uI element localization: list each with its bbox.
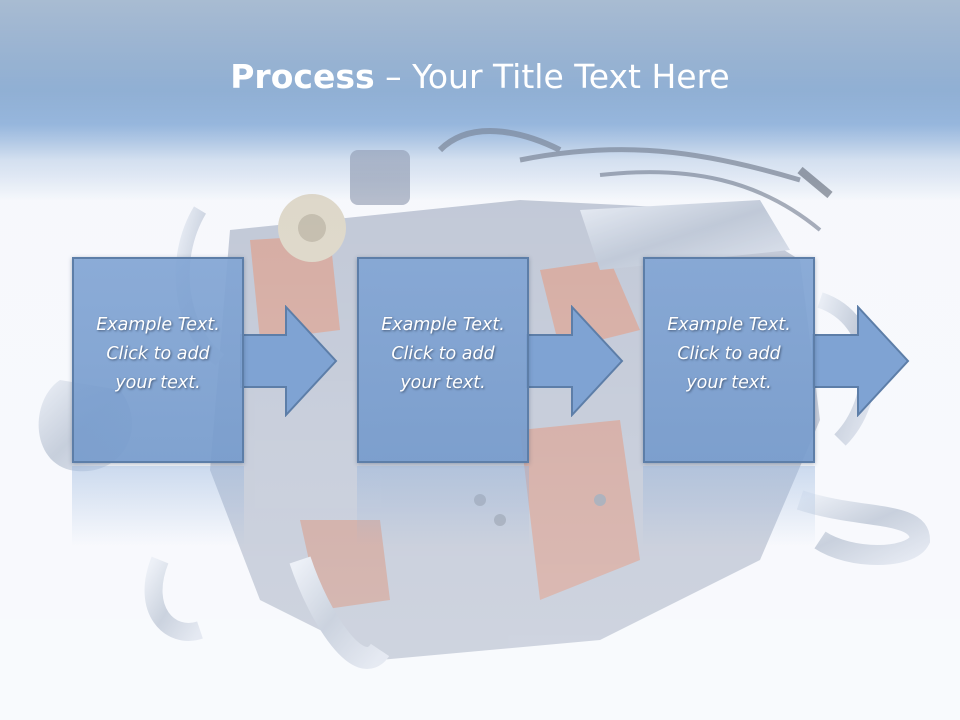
- process-step-text-1: Example Text. Click to add your text.: [96, 315, 220, 393]
- process-step-reflection-2: [357, 466, 529, 546]
- process-step-text-3: Example Text. Click to add your text.: [667, 315, 791, 393]
- process-step-text-2: Example Text. Click to add your text.: [381, 315, 505, 393]
- process-step-box-1[interactable]: Example Text. Click to add your text.: [72, 257, 244, 463]
- process-step-box-3[interactable]: Example Text. Click to add your text.: [643, 257, 815, 463]
- process-arrow-2: [526, 305, 624, 417]
- process-step-reflection-1: [72, 466, 244, 546]
- process-step-reflection-3: [643, 466, 815, 546]
- title-bold-text: Process: [230, 57, 375, 96]
- process-arrow-3: [812, 305, 910, 417]
- slide-title[interactable]: Process – Your Title Text Here: [0, 52, 960, 102]
- process-arrow-1: [240, 305, 338, 417]
- title-rest-text: – Your Title Text Here: [374, 57, 730, 96]
- process-step-box-2[interactable]: Example Text. Click to add your text.: [357, 257, 529, 463]
